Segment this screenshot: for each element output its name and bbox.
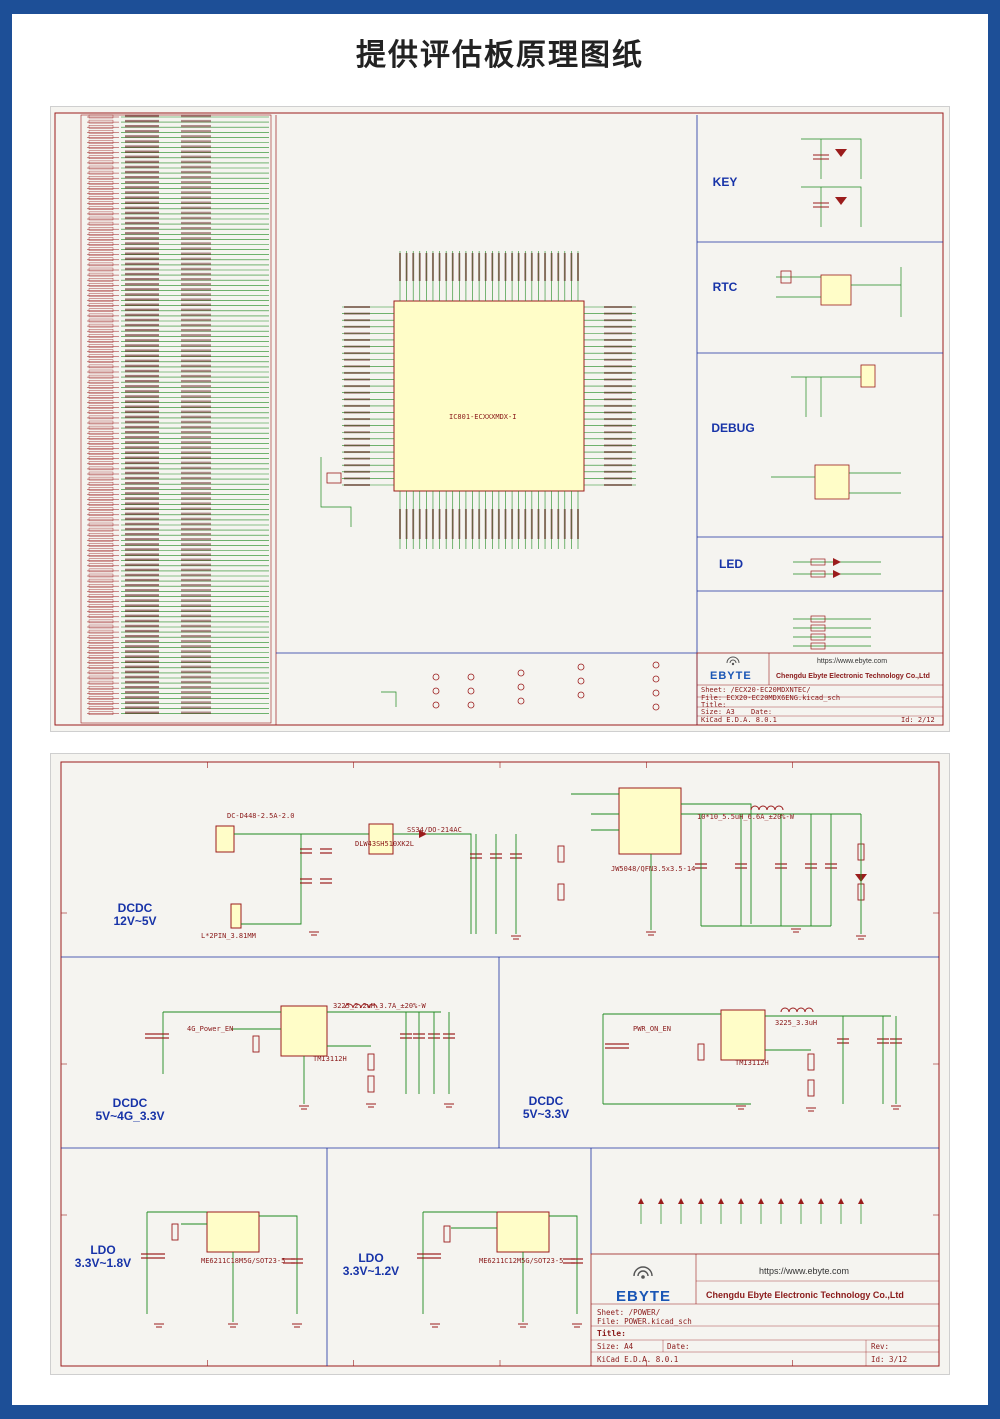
title-block-id: Id: 3/12 bbox=[871, 1355, 908, 1364]
section-label-led: LED bbox=[719, 557, 743, 571]
title-block-url: https://www.ebyte.com bbox=[817, 658, 888, 665]
sheet1-drawing bbox=[54, 112, 944, 726]
title-block-sheet: Sheet: /ECX20-EC20MDXNTEC/ bbox=[701, 686, 811, 694]
part-dc-jack: DC-D448-2.5A-2.0 bbox=[227, 812, 295, 820]
title-block-date: Date: bbox=[667, 1342, 690, 1351]
mcu-pins bbox=[320, 251, 636, 549]
part-u4: ME6211C12M5G/SOT23-5 bbox=[479, 1257, 564, 1265]
part-l1: 10*10_5.5uH_6.6A_±20%-W bbox=[697, 813, 794, 821]
net-pwr-on-en: PWR_ON_EN bbox=[633, 1025, 671, 1033]
part-u3: TMI3112H bbox=[735, 1059, 769, 1067]
title-block-logo-text: EBYTE bbox=[616, 1288, 672, 1305]
title-block-file: File: POWER.kicad_sch bbox=[597, 1317, 692, 1326]
title-block-logo-text: EBYTE bbox=[710, 670, 752, 682]
title-block-rev: Rev: bbox=[871, 1342, 890, 1351]
title-block-sheet: Sheet: /POWER/ bbox=[597, 1308, 661, 1317]
power-circuits bbox=[141, 787, 902, 1328]
section-label-debug: DEBUG bbox=[711, 421, 755, 435]
part-u13: ME6211C18M5G/SOT23-5 bbox=[201, 1257, 286, 1265]
part-l5: 3225_3.3uH bbox=[775, 1019, 818, 1027]
section-label-key: KEY bbox=[712, 175, 738, 189]
sheet2-drawing bbox=[60, 761, 940, 1367]
title-block-company: Chengdu Ebyte Electronic Technology Co.,… bbox=[776, 673, 930, 680]
title-block-company: Chengdu Ebyte Electronic Technology Co.,… bbox=[706, 1290, 904, 1300]
frame-ticks bbox=[61, 762, 939, 1366]
page-title: 提供评估板原理图纸 bbox=[356, 38, 644, 73]
mcu-part-label: IC801-ECXXXMDX-I bbox=[449, 413, 517, 421]
title-block-url: https://www.ebyte.com bbox=[759, 1266, 850, 1276]
peripheral-circuits bbox=[381, 138, 902, 711]
section-label-rtc: RTC bbox=[712, 280, 738, 294]
part-l7: 3225_2.2uH_3.7A_±20%-W bbox=[333, 1002, 426, 1010]
ebyte-logo-icon bbox=[633, 1266, 653, 1279]
title-block-id: Id: 2/12 bbox=[901, 716, 935, 724]
title-block-title: Title: bbox=[597, 1329, 626, 1338]
part-l3: DLW43SH510XK2L bbox=[355, 840, 415, 848]
part-u2: TMI3112H bbox=[313, 1055, 347, 1063]
title-block-size: Size: A3 bbox=[701, 708, 735, 716]
ebyte-logo-icon bbox=[726, 656, 740, 666]
netlist-lines bbox=[87, 114, 269, 715]
title-block-kicad: KiCad E.D.A. 8.0.1 bbox=[701, 716, 777, 724]
part-jl2: L*2PIN_3.81MM bbox=[201, 932, 256, 940]
title-block-title: Title: bbox=[701, 701, 727, 709]
title-block-size: Size: A4 bbox=[597, 1342, 634, 1351]
schematic-sheet-mcu: KEY RTC DEBUG LED IC801-ECXXXMDX-I https… bbox=[50, 106, 950, 732]
title-block-kicad: KiCad E.D.A. 8.0.1 bbox=[597, 1355, 679, 1364]
part-d11: SS34/DO-214AC bbox=[407, 826, 462, 834]
net-4g-power-en: 4G_Power_EN bbox=[187, 1025, 234, 1033]
part-u18: JW5048/QFN3.5x3.5-14 bbox=[611, 865, 696, 873]
title-block-file: File: ECX20-EC20MDX6ENG.kicad_sch bbox=[701, 694, 841, 702]
title-block-date: Date: bbox=[751, 708, 773, 716]
